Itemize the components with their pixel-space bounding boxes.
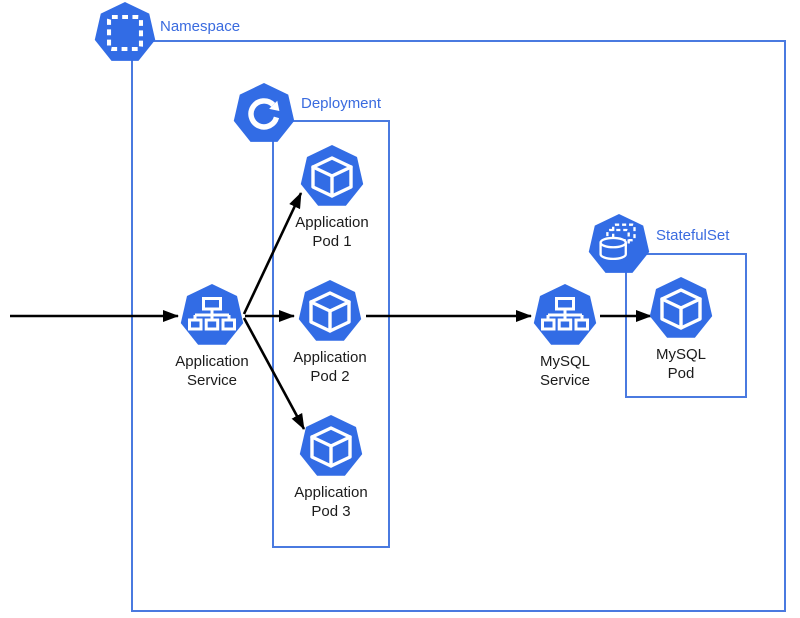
node-label-app-pod-1: Application Pod 1 (295, 214, 369, 250)
node-label-app-service: Application Service (175, 353, 249, 389)
node-label-app-pod-3: Application Pod 3 (294, 484, 368, 520)
statefulset-box (625, 253, 747, 398)
pod-icon (649, 277, 713, 341)
namespace-icon (94, 2, 156, 64)
node-app-service: Application Service (162, 284, 262, 390)
namespace-label: Namespace (160, 18, 241, 35)
node-mysql-service: MySQL Service (525, 284, 605, 390)
deployment-icon (233, 83, 295, 145)
pod-icon (299, 415, 363, 479)
node-label-app-pod-2: Application Pod 2 (293, 349, 367, 385)
deployment-label: Deployment (301, 95, 382, 112)
pod-icon (300, 145, 364, 209)
service-icon (180, 284, 244, 348)
service-icon (533, 284, 597, 348)
node-app-pod-1: Application Pod 1 (282, 145, 382, 251)
statefulset-icon (588, 214, 650, 276)
statefulset-label: StatefulSet (656, 227, 730, 244)
node-app-pod-3: Application Pod 3 (281, 415, 381, 521)
namespace-box (131, 40, 786, 612)
pod-icon (298, 280, 362, 344)
node-mysql-pod: MySQL Pod (641, 277, 721, 383)
node-label-mysql-service: MySQL Service (539, 353, 591, 389)
node-app-pod-2: Application Pod 2 (280, 280, 380, 386)
node-label-mysql-pod: MySQL Pod (655, 346, 706, 382)
